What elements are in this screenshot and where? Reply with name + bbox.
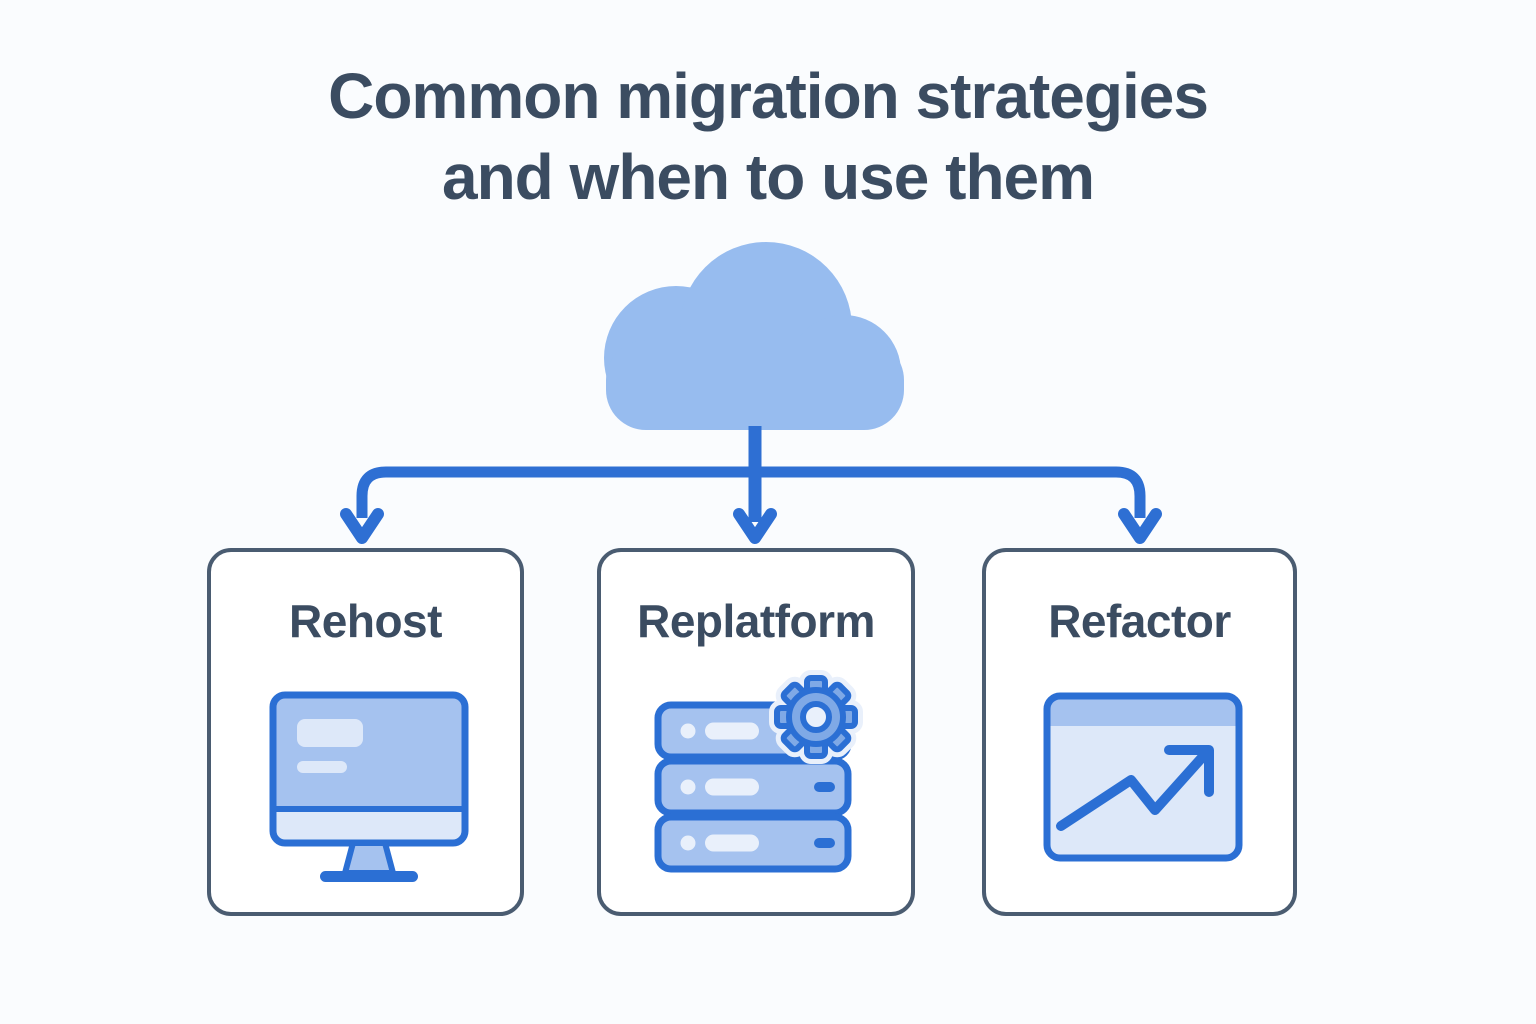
arrowhead-center (733, 508, 777, 544)
server-lights (680, 722, 759, 852)
card-rehost-label: Rehost (289, 595, 442, 647)
trend-arrow (1056, 745, 1214, 831)
card-rehost: Rehost (207, 548, 524, 916)
server-gear-icon (654, 670, 863, 873)
server-dashes (814, 782, 835, 848)
connector-arrows (340, 426, 1162, 544)
arrowhead-left (340, 508, 384, 544)
connector-rail (356, 466, 1146, 518)
gear-icon (774, 675, 858, 759)
page-title-line1: Common migration strategies (328, 60, 1209, 132)
card-replatform-label: Replatform (637, 595, 875, 647)
card-replatform: Replatform (597, 548, 915, 916)
trend-chart-icon (1043, 692, 1243, 862)
card-refactor-label: Refactor (1048, 595, 1231, 647)
monitor-icon (269, 691, 469, 882)
page-title-line2: and when to use them (441, 140, 1095, 213)
card-refactor: Refactor (982, 548, 1297, 916)
cloud-icon (604, 242, 904, 430)
page-title: Common migration strategies and when to … (0, 56, 1536, 217)
arrowhead-right (1118, 508, 1162, 544)
